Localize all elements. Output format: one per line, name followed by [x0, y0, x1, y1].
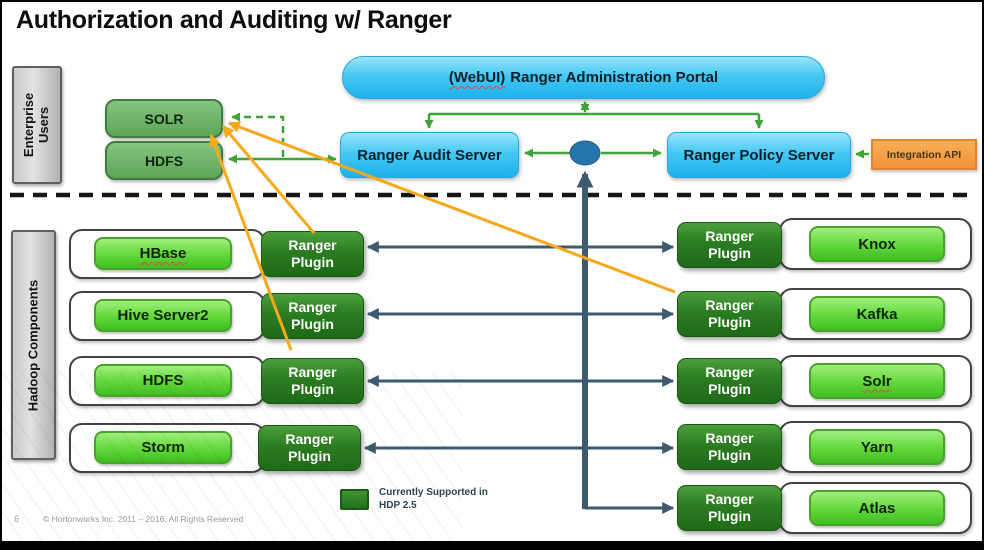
ranger-admin-portal-box: (WebUI) Ranger Administration Portal: [342, 56, 825, 99]
storm-ranger-plugin: Ranger Plugin: [258, 425, 361, 471]
slate-flow-arrows: [363, 170, 675, 514]
kafka-box: Kafka: [809, 296, 945, 332]
portal-webui-label: (WebUI): [448, 69, 506, 86]
hadoop-components-label: Hadoop Components: [25, 279, 41, 411]
hadoop-components-sidebar: Hadoop Components: [11, 230, 56, 460]
kafka-ranger-plugin: Ranger Plugin: [677, 291, 782, 337]
hub-ellipse: [569, 140, 601, 166]
solr-store-box: SOLR: [105, 99, 223, 138]
hdfs-store-box: HDFS: [105, 141, 223, 180]
solr-ranger-plugin: Ranger Plugin: [677, 358, 782, 404]
yarn-box: Yarn: [809, 429, 945, 465]
storm-box: Storm: [94, 431, 232, 464]
atlas-ranger-plugin: Ranger Plugin: [677, 485, 782, 531]
hdfs-ranger-plugin: Ranger Plugin: [261, 358, 364, 404]
slide-title: Authorization and Auditing w/ Ranger: [16, 6, 452, 34]
copyright-text: © Hortonworks Inc. 2011 – 2016. All Righ…: [43, 514, 244, 524]
portal-label: Ranger Administration Portal: [510, 69, 719, 86]
yarn-ranger-plugin: Ranger Plugin: [677, 424, 782, 470]
slide-bottom-bar: [2, 541, 982, 548]
enterprise-users-sidebar: Enterprise Users: [12, 66, 62, 184]
enterprise-users-label: Enterprise Users: [21, 92, 51, 158]
hdfs-box: HDFS: [94, 364, 232, 397]
integration-api-box: Integration API: [871, 139, 977, 170]
atlas-box: Atlas: [809, 490, 945, 526]
hive-ranger-plugin: Ranger Plugin: [261, 293, 364, 339]
legend-supported-swatch: [340, 489, 369, 510]
ranger-audit-server-box: Ranger Audit Server: [340, 132, 519, 178]
legend-supported-label: Currently Supported in HDP 2.5: [379, 487, 488, 511]
ranger-policy-server-box: Ranger Policy Server: [667, 132, 851, 178]
solr-box: Solr: [809, 363, 945, 399]
knox-ranger-plugin: Ranger Plugin: [677, 222, 782, 268]
knox-box: Knox: [809, 226, 945, 262]
hbase-box: HBase: [94, 237, 232, 270]
page-number: 6: [14, 514, 20, 524]
hive-server2-box: Hive Server2: [94, 299, 232, 332]
hbase-ranger-plugin: Ranger Plugin: [261, 231, 364, 277]
